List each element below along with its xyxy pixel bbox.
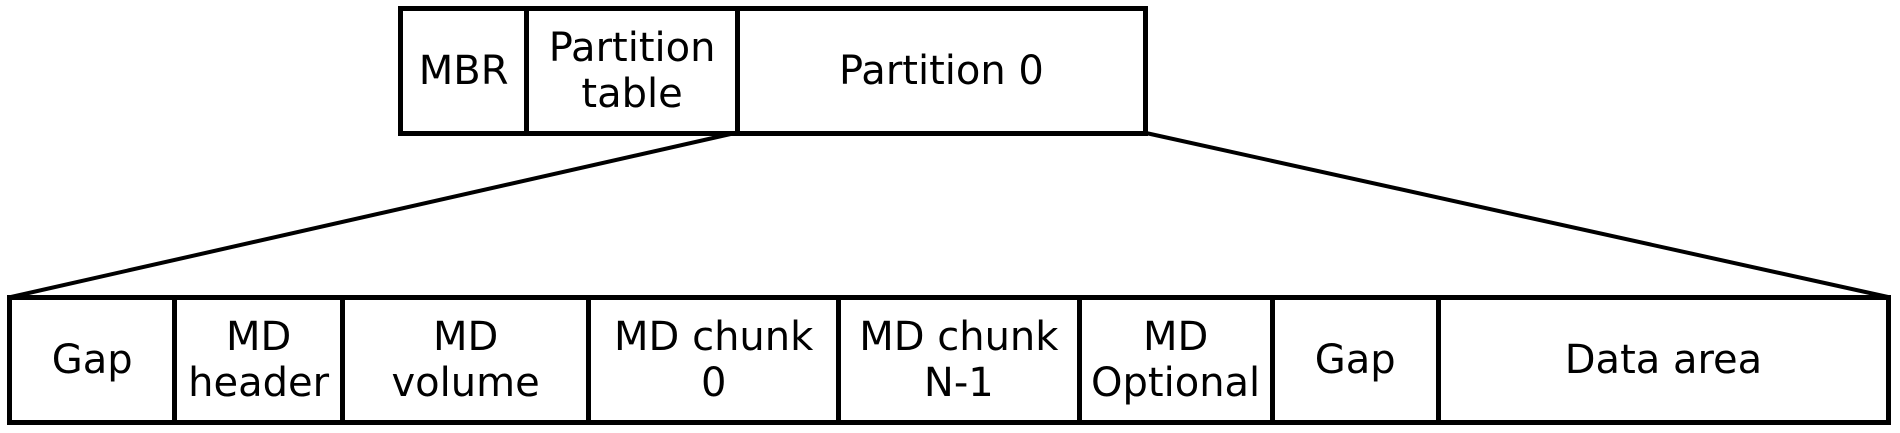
box-partition-0-label: Partition 0 (838, 48, 1044, 94)
box-gap-1-label: Gap (51, 337, 133, 383)
connector-line-left (10, 131, 736, 299)
box-partition-table: Partition table (524, 11, 735, 131)
box-md-optional: MD Optional (1076, 300, 1270, 420)
box-md-chunk-0: MD chunk 0 (586, 300, 836, 420)
box-md-chunk-0-label: MD chunk 0 (614, 314, 814, 406)
box-data-area: Data area (1435, 300, 1886, 420)
partition-0-detail-row: Gap MD header MD volume MD chunk 0 MD ch… (7, 295, 1891, 425)
box-md-optional-label: MD Optional (1091, 314, 1261, 406)
box-mbr-label: MBR (418, 48, 509, 94)
box-data-area-label: Data area (1564, 337, 1763, 383)
box-md-header: MD header (172, 300, 339, 420)
box-partition-table-label: Partition table (548, 25, 716, 117)
box-gap-1: Gap (12, 300, 172, 420)
box-md-chunk-n-1: MD chunk N-1 (835, 300, 1077, 420)
box-md-header-label: MD header (188, 314, 330, 406)
box-mbr: MBR (403, 11, 524, 131)
disk-row: MBR Partition table Partition 0 (398, 6, 1148, 136)
box-gap-2-label: Gap (1314, 337, 1396, 383)
box-md-volume: MD volume (339, 300, 587, 420)
connector-line-right (1145, 131, 1889, 299)
box-md-chunk-n-1-label: MD chunk N-1 (859, 314, 1059, 406)
box-gap-2: Gap (1269, 300, 1436, 420)
box-partition-0: Partition 0 (734, 11, 1143, 131)
box-md-volume-label: MD volume (391, 314, 540, 406)
